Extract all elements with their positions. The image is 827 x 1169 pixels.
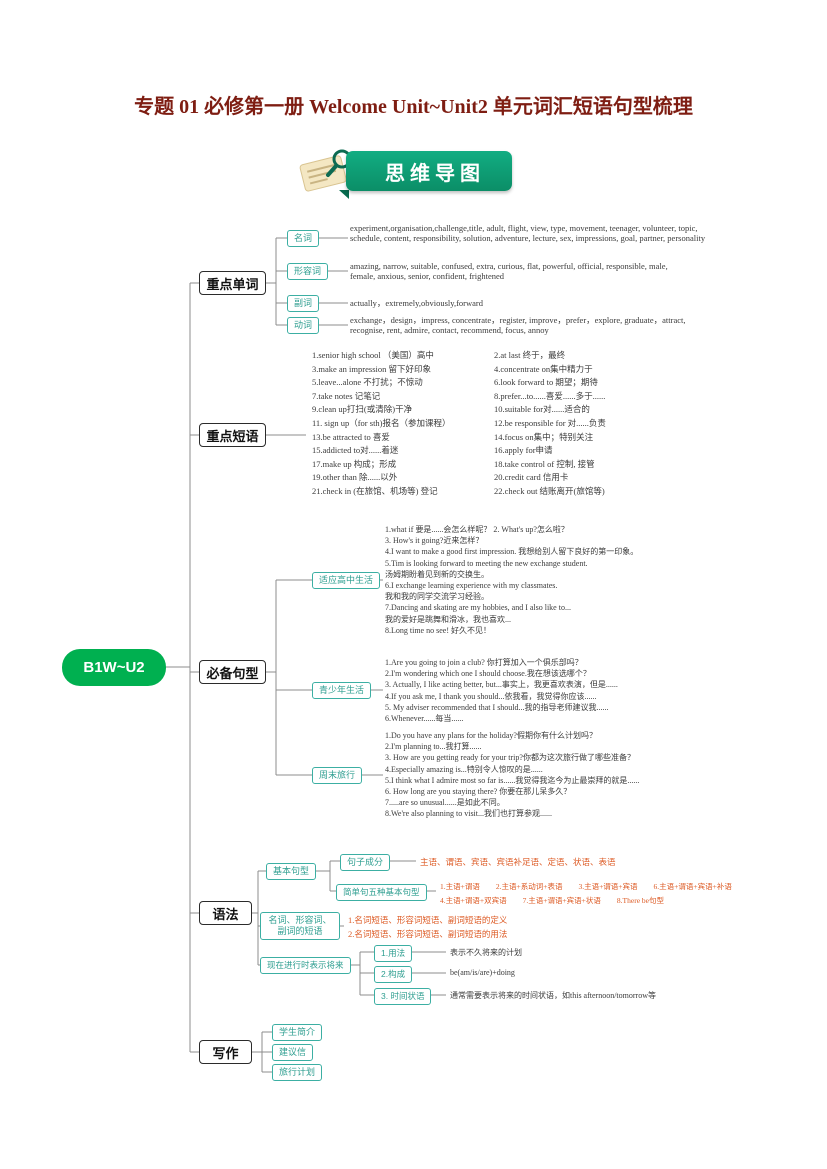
sentence-line: 6.Whenever......每当......	[385, 714, 464, 724]
tag-time-adverbial: 3. 时间状语	[374, 988, 432, 1005]
sentences-teen: 1.Are you going to join a club? 你打算加入一个俱…	[385, 657, 618, 724]
sentence-line: 8.We're also planning to visit...我们也打算参观…	[385, 809, 553, 819]
sentences-trip: 1.Do you have any plans for the holiday?…	[385, 730, 639, 820]
tag-simple-sentence: 简单句五种基本句型	[336, 884, 427, 901]
tag-usage: 1.用法	[374, 945, 413, 962]
phrase-item: 2.at last 终于，最终	[494, 350, 566, 360]
sentences-highschool: 1.what if 要是......会怎么样呢？ 2. What's up?怎么…	[385, 524, 638, 636]
simple-patterns-row1: 1.主语+谓语 2.主语+系动词+表语 3.主语+谓语+宾语 6.主语+谓语+宾语+补…	[440, 881, 732, 892]
sentence-line: 3. How are you getting ready for your tr…	[385, 753, 635, 763]
phrase-item: 12.be responsible for 对......负责	[494, 417, 606, 428]
phrase-item: 17.make up 构成；形成	[312, 458, 397, 469]
sentence-line: 6.I exchange learning experience with my…	[385, 581, 558, 591]
pattern-item: 2.主语+系动词+表语	[495, 882, 563, 891]
pattern-item: 3.主语+谓语+宾语	[578, 882, 638, 891]
tag-adverb: 副词	[287, 295, 320, 312]
sentence-line: 7.....are so unusual......是如此不同。	[385, 798, 505, 808]
sentence-line: 3. How's it going?近来怎样？	[385, 536, 484, 546]
phrase-item: 21.check in (在旅馆、机场等) 登记	[312, 485, 438, 496]
sentence-line: 3. Actually, I like acting better, but..…	[385, 680, 618, 690]
tag-present-progressive: 现在进行时表示将来	[260, 957, 351, 974]
phrase-item: 3.make an impression 留下好印象	[312, 363, 431, 374]
tag-adjective: 形容词	[287, 263, 329, 280]
adverb-words: actually，extremely,obviously,forward	[350, 298, 483, 308]
phrase-item: 11. sign up（for sth)报名（参加课程）	[312, 417, 451, 428]
tag-weekend-trip: 周末旅行	[312, 767, 363, 784]
phrase-item: 22.check out 结账离开(旅馆等)	[494, 485, 605, 496]
tag-noun: 名词	[287, 230, 320, 247]
phrase-item: 18.take control of 控制, 接管	[494, 458, 595, 469]
tag-teen-life: 青少年生活	[312, 682, 372, 699]
phrase-item: 19.other than 除......以外	[312, 472, 398, 483]
sentence-line: 我的爱好是跳舞和滑冰，我也喜欢...	[385, 614, 511, 624]
phrase-list-left: 1.senior high school （美国）高中 3.make an imp…	[312, 349, 451, 499]
phrase-item: 14.focus on集中；特别关注	[494, 431, 594, 442]
branch-phrases: 重点短语	[199, 423, 266, 447]
pattern-item: 6.主语+谓语+宾语+补语	[653, 882, 732, 891]
phrase-item: 10.suitable for对......适合的	[494, 404, 590, 415]
pattern-item: 4.主语+谓语+双宾语	[440, 896, 507, 905]
banner: 思维导图	[346, 151, 512, 191]
branch-keywords: 重点单词	[199, 271, 266, 295]
branch-writing: 写作	[199, 1040, 252, 1064]
tag-phrase-types: 名词、形容词、副词的短语	[260, 912, 340, 940]
sentence-line: 我和我的同学交流学习经验。	[385, 592, 489, 602]
sentence-line: 2.I'm wondering which one I should choos…	[385, 669, 591, 679]
adjective-words: amazing, narrow, suitable, confused, ext…	[350, 261, 668, 282]
sentence-line: 5.I think what I admire most so far is..…	[385, 775, 640, 785]
tag-verb: 动词	[287, 317, 320, 334]
sentence-line: 汤姆期盼着见到新的交换生。	[385, 569, 489, 579]
banner-label: 思维导图	[385, 162, 485, 185]
phrase-item: 4.concentrate on集中精力于	[494, 363, 593, 374]
tag-advice-letter: 建议信	[272, 1044, 314, 1061]
pattern-item: 1.主语+谓语	[440, 882, 480, 891]
sentence-line: 8.Long time no see! 好久不见！	[385, 625, 491, 635]
sentence-components-text: 主语、谓语、宾语、宾语补足语、定语、状语、表语	[420, 857, 616, 867]
usage-text: 表示不久将来的计划	[450, 948, 522, 957]
sentence-line: 4.If you ask me, I thank you should...依我…	[385, 691, 597, 701]
phrase-item: 13.be attracted to 喜爱	[312, 431, 390, 442]
phrase-item: 6.look forward to 期望；期待	[494, 377, 598, 388]
tag-highschool-life: 适应高中生活	[312, 572, 381, 589]
pattern-item: 7.主语+谓语+宾语+状语	[522, 896, 601, 905]
page-title: 专题 01 必修第一册 Welcome Unit~Unit2 单元词汇短语句型梳…	[134, 96, 693, 118]
phrase-item: 5.leave...alone 不打扰；不惊动	[312, 377, 423, 388]
sentence-line: 1.what if 要是......会怎么样呢？ 2. What's up?怎么…	[385, 525, 569, 534]
phrase-list-right: 2.at last 终于，最终 4.concentrate on集中精力于 6.lo…	[494, 349, 606, 499]
sentence-line: 4.I want to make a good first impression…	[385, 547, 639, 557]
phrase-item: 9.clean up打扫(或清除)干净	[312, 404, 413, 415]
phrase-item: 7.take notes 记笔记	[312, 390, 381, 401]
phrase-types-line1: 1.名词短语、形容词短语、副词短语的定义	[348, 915, 508, 925]
note-and-magnifier-icon	[299, 149, 352, 192]
verb-words: exchange，design，impress, concentrate，reg…	[350, 315, 686, 336]
tag-basic-patterns: 基本句型	[266, 863, 317, 880]
sentence-line: 6. How long are you staying there? 你要在那儿…	[385, 787, 572, 797]
sentence-line: 5.Tim is looking forward to meeting the …	[385, 558, 588, 568]
noun-words: experiment,organisation,challenge,title,…	[350, 223, 706, 244]
sentence-line: 5. My adviser recommended that I should.…	[385, 702, 609, 712]
branch-sentences: 必备句型	[199, 660, 266, 684]
sentence-line: 1.Are you going to join a club? 你打算加入一个俱…	[385, 658, 583, 667]
tag-student-profile: 学生简介	[272, 1024, 323, 1041]
phrase-item: 1.senior high school （美国）高中	[312, 350, 434, 360]
form-text: be(am/is/are)+doing	[450, 968, 515, 977]
phrase-item: 15.addicted to对......着迷	[312, 445, 399, 456]
simple-patterns-row2: 4.主语+谓语+双宾语 7.主语+谓语+宾语+状语 8.There be句型	[440, 895, 664, 906]
root-node: B1W~U2	[62, 649, 166, 686]
phrase-item: 8.prefer...to......喜爱......多于......	[494, 390, 606, 401]
banner-fold	[339, 190, 349, 199]
branch-grammar: 语法	[199, 901, 252, 925]
tag-sentence-components: 句子成分	[340, 854, 391, 871]
sentence-line: 7.Dancing and skating are my hobbies, an…	[385, 603, 571, 613]
sentence-line: 4.Especially amazing is...特别令人惊叹的是......	[385, 764, 543, 774]
pattern-item: 8.There be句型	[616, 896, 664, 905]
tag-travel-plan: 旅行计划	[272, 1064, 323, 1081]
phrase-item: 20.credit card 信用卡	[494, 472, 569, 483]
phrase-types-line2: 2.名词短语、形容词短语、副词短语的用法	[348, 929, 508, 939]
sentence-line: 1.Do you have any plans for the holiday?…	[385, 731, 597, 740]
sentence-line: 2.I'm planning to...我打算......	[385, 742, 482, 752]
tag-form: 2.构成	[374, 966, 413, 983]
phrase-item: 16.apply for申请	[494, 445, 553, 456]
time-adverbial-text: 通常需要表示将来的时间状语，如this afternoon/tomorrow等	[450, 991, 656, 1000]
